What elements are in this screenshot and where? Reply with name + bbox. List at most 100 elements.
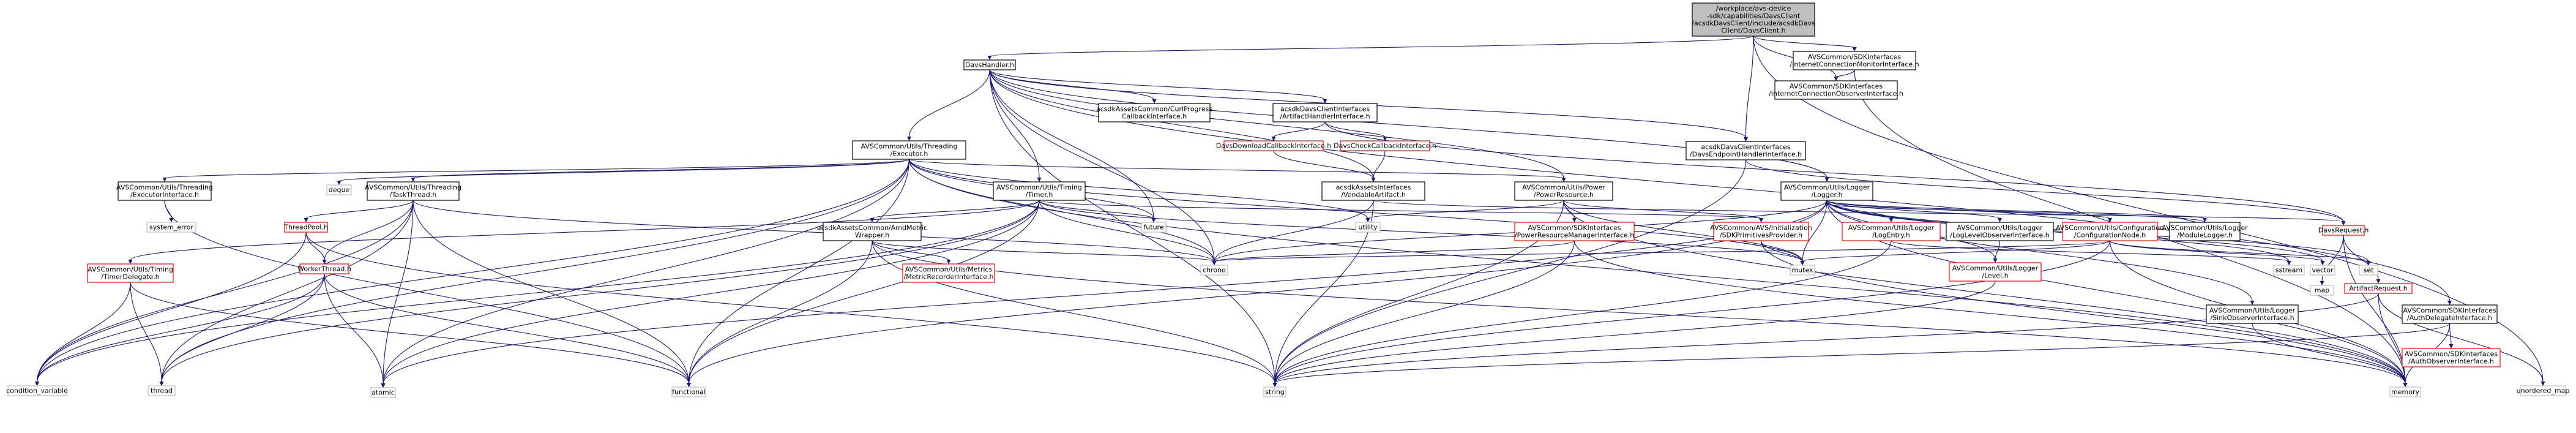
node-cprog[interactable]: acsdkAssetsCommon/CurlProgressCallbackIn… — [1096, 103, 1212, 122]
edge-root-to-endpoint — [1745, 36, 1754, 138]
node-logentry[interactable]: AVSCommon/Utils/Logger/LogEntry.h — [1842, 222, 1941, 241]
node-atomic-box — [370, 387, 396, 398]
node-level[interactable]: AVSCommon/Utils/Logger/Level.h — [1949, 262, 2042, 282]
arrowhead-authdel-to-authobs — [2449, 344, 2454, 348]
node-set-box — [2359, 265, 2378, 276]
node-metricrec-box — [902, 263, 995, 283]
node-prmi[interactable]: AVSCommon/SDKInterfaces/PowerResourceMan… — [1514, 222, 1635, 241]
node-davshandler[interactable]: DavsHandler.h — [963, 59, 1016, 70]
node-sysErr-label-0: system_error — [149, 224, 193, 232]
node-logger[interactable]: AVSCommon/Utils/Logger/Logger.h — [1780, 181, 1873, 201]
edge-logger-to-mutex — [1802, 200, 1827, 262]
node-davsreq[interactable]: DavsRequest.h — [2318, 225, 2369, 236]
node-executor[interactable]: AVSCommon/Utils/Threading/Executor.h — [852, 140, 966, 160]
node-threadpool[interactable]: ThreadPool.h — [283, 222, 328, 233]
node-authdel-label-0: AVSCommon/SDKInterfaces — [2403, 307, 2496, 315]
node-dlcb[interactable]: DavsDownloadCallbackInterface.h — [1216, 140, 1332, 151]
node-modlogger[interactable]: AVSCommon/Utils/Logger/ModuleLogger.h — [2162, 222, 2248, 241]
node-sdkprim[interactable]: AVSCommon/AVS/Initialization/SDKPrimitiv… — [1710, 222, 1812, 241]
arrowhead-loglevobs-to-level — [1993, 258, 1998, 263]
edge-confnode-to-chrono — [1214, 240, 2111, 262]
node-thread-box — [147, 385, 176, 396]
node-sinkobs-box — [2206, 304, 2299, 324]
edge-confnode-to-string — [1274, 240, 2111, 384]
node-icoi-box — [1774, 80, 1898, 100]
edge-modlogger-to-logger — [1826, 203, 2206, 223]
node-vendable[interactable]: acsdkAssetsInterfaces/VendableArtifact.h — [1321, 181, 1425, 201]
node-icmi-label-0: AVSCommon/SDKInterfaces — [1808, 53, 1901, 61]
edge-logentry-to-string — [1274, 240, 1892, 384]
arrowhead-logger-to-modlogger — [2203, 218, 2207, 222]
node-executor-box — [852, 140, 966, 160]
node-map-label-0: map — [2315, 287, 2329, 295]
node-powerres[interactable]: AVSCommon/Utils/Power/PowerResource.h — [1514, 181, 1613, 201]
node-endpoint[interactable]: acsdkDavsClientInterfaces/DavsEndpointHa… — [1686, 141, 1806, 160]
node-string: string — [1263, 386, 1286, 397]
node-icmi[interactable]: AVSCommon/SDKInterfaces/InternetConnecti… — [1790, 51, 1919, 70]
node-deque-label-0: deque — [329, 186, 350, 194]
node-artreq[interactable]: ArtifactRequest.h — [2344, 283, 2413, 294]
node-metricrec[interactable]: AVSCommon/Utils/Metrics/MetricRecorderIn… — [902, 263, 995, 283]
edge-endpoint-to-davsreq — [1745, 159, 2344, 222]
node-root[interactable]: /workplace/avs-device-sdk/capabilities/D… — [1692, 2, 1815, 37]
arrowhead-davshandler-to-authdel — [2447, 301, 2452, 305]
arrowhead-logentry-to-sstream — [2287, 261, 2291, 265]
node-sstream: sstream — [2273, 265, 2305, 276]
edge-icmi-to-icoi — [1835, 69, 1855, 78]
node-condvar-box — [7, 385, 67, 396]
node-chkcb[interactable]: DavsCheckCallbackInterface.h — [1334, 140, 1436, 151]
edge-sinkobs-to-memory — [2252, 323, 2406, 384]
node-timedelegate-box — [87, 263, 174, 283]
arrowhead-logger-to-atomic — [381, 383, 386, 388]
node-logentry-label-0: AVSCommon/Utils/Logger — [1848, 224, 1935, 232]
edge-amdmetric-to-chrono — [872, 240, 1215, 262]
node-authdel[interactable]: AVSCommon/SDKInterfaces/AuthDelegateInte… — [2402, 304, 2498, 324]
node-authobs-label-0: AVSCommon/SDKInterfaces — [2405, 350, 2498, 358]
node-timedelegate[interactable]: AVSCommon/Utils/Timing/TimerDelegate.h — [87, 263, 174, 283]
node-workerthread[interactable]: WorkerThread.h — [297, 263, 351, 274]
edge-executor-to-functional — [688, 159, 910, 384]
node-execif[interactable]: AVSCommon/Utils/Threading/ExecutorInterf… — [116, 181, 213, 201]
node-icoi[interactable]: AVSCommon/SDKInterfaces/InternetConnecti… — [1769, 80, 1903, 100]
node-sinkobs[interactable]: AVSCommon/Utils/Logger/SinkObserverInter… — [2206, 304, 2299, 324]
node-memory: memory — [2389, 386, 2421, 397]
arrowhead-executor-to-tasktread — [411, 178, 416, 182]
edge-threadpool-to-string — [305, 232, 1275, 384]
node-unordmap: unordered_map — [2517, 385, 2569, 396]
node-mutex: mutex — [1790, 265, 1815, 276]
node-artifacthandler[interactable]: acsdkDavsClientInterfaces/ArtifactHandle… — [1272, 103, 1378, 122]
edge-timer-to-future — [1039, 200, 1154, 219]
arrowhead-confnode-to-set — [2366, 261, 2371, 265]
node-davsreq-label-0: DavsRequest.h — [2318, 227, 2369, 235]
arrowhead-davshandler-to-logger — [1824, 178, 1829, 182]
node-memory-box — [2389, 386, 2421, 397]
node-timer-box — [993, 181, 1086, 201]
node-tasktread[interactable]: AVSCommon/Utils/Threading/TaskThread.h — [365, 181, 461, 201]
node-loglevobs[interactable]: AVSCommon/Utils/Logger/LogLevelObserverI… — [1946, 222, 2054, 241]
node-sstream-box — [2273, 265, 2305, 276]
arrowhead-davshandler-to-cprog — [1152, 99, 1157, 104]
node-modlogger-label-0: AVSCommon/Utils/Logger — [2162, 224, 2248, 232]
node-tasktread-label-0: AVSCommon/Utils/Threading — [365, 184, 461, 192]
arrowhead-confnode-to-mutex — [1800, 261, 1805, 265]
node-cprog-label-1: CallbackInterface.h — [1122, 113, 1187, 121]
node-vector: vector — [2310, 265, 2335, 276]
edge-threadpool-to-condvar — [36, 232, 307, 383]
node-chkcb-box — [1340, 140, 1430, 151]
node-deque-box — [326, 184, 352, 195]
edge-loglevobs-to-level — [1995, 240, 2001, 260]
node-authobs[interactable]: AVSCommon/SDKInterfaces/AuthObserverInte… — [2402, 348, 2501, 367]
arrowhead-davsreq-to-artreq — [2376, 279, 2381, 284]
edge-sdkprim-to-memory — [1760, 240, 2406, 384]
node-confnode[interactable]: AVSCommon/Utils/Configuration/Configurat… — [2056, 222, 2164, 241]
edge-dlcb-to-vendable — [1273, 150, 1374, 179]
arrowhead-powerres-to-sdkprim — [1759, 218, 1763, 222]
edge-artifacthandler-to-dlcb — [1273, 121, 1326, 138]
edge-root-to-davshandler — [989, 36, 1754, 57]
node-authobs-label-1: /AuthObserverInterface.h — [2408, 358, 2494, 366]
node-endpoint-label-0: acsdkDavsClientInterfaces — [1701, 143, 1790, 151]
node-timer[interactable]: AVSCommon/Utils/Timing/Timer.h — [993, 181, 1086, 201]
nodes-layer: /workplace/avs-device-sdk/capabilities/D… — [6, 2, 2569, 398]
node-loglevobs-label-0: AVSCommon/Utils/Logger — [1957, 224, 2043, 232]
